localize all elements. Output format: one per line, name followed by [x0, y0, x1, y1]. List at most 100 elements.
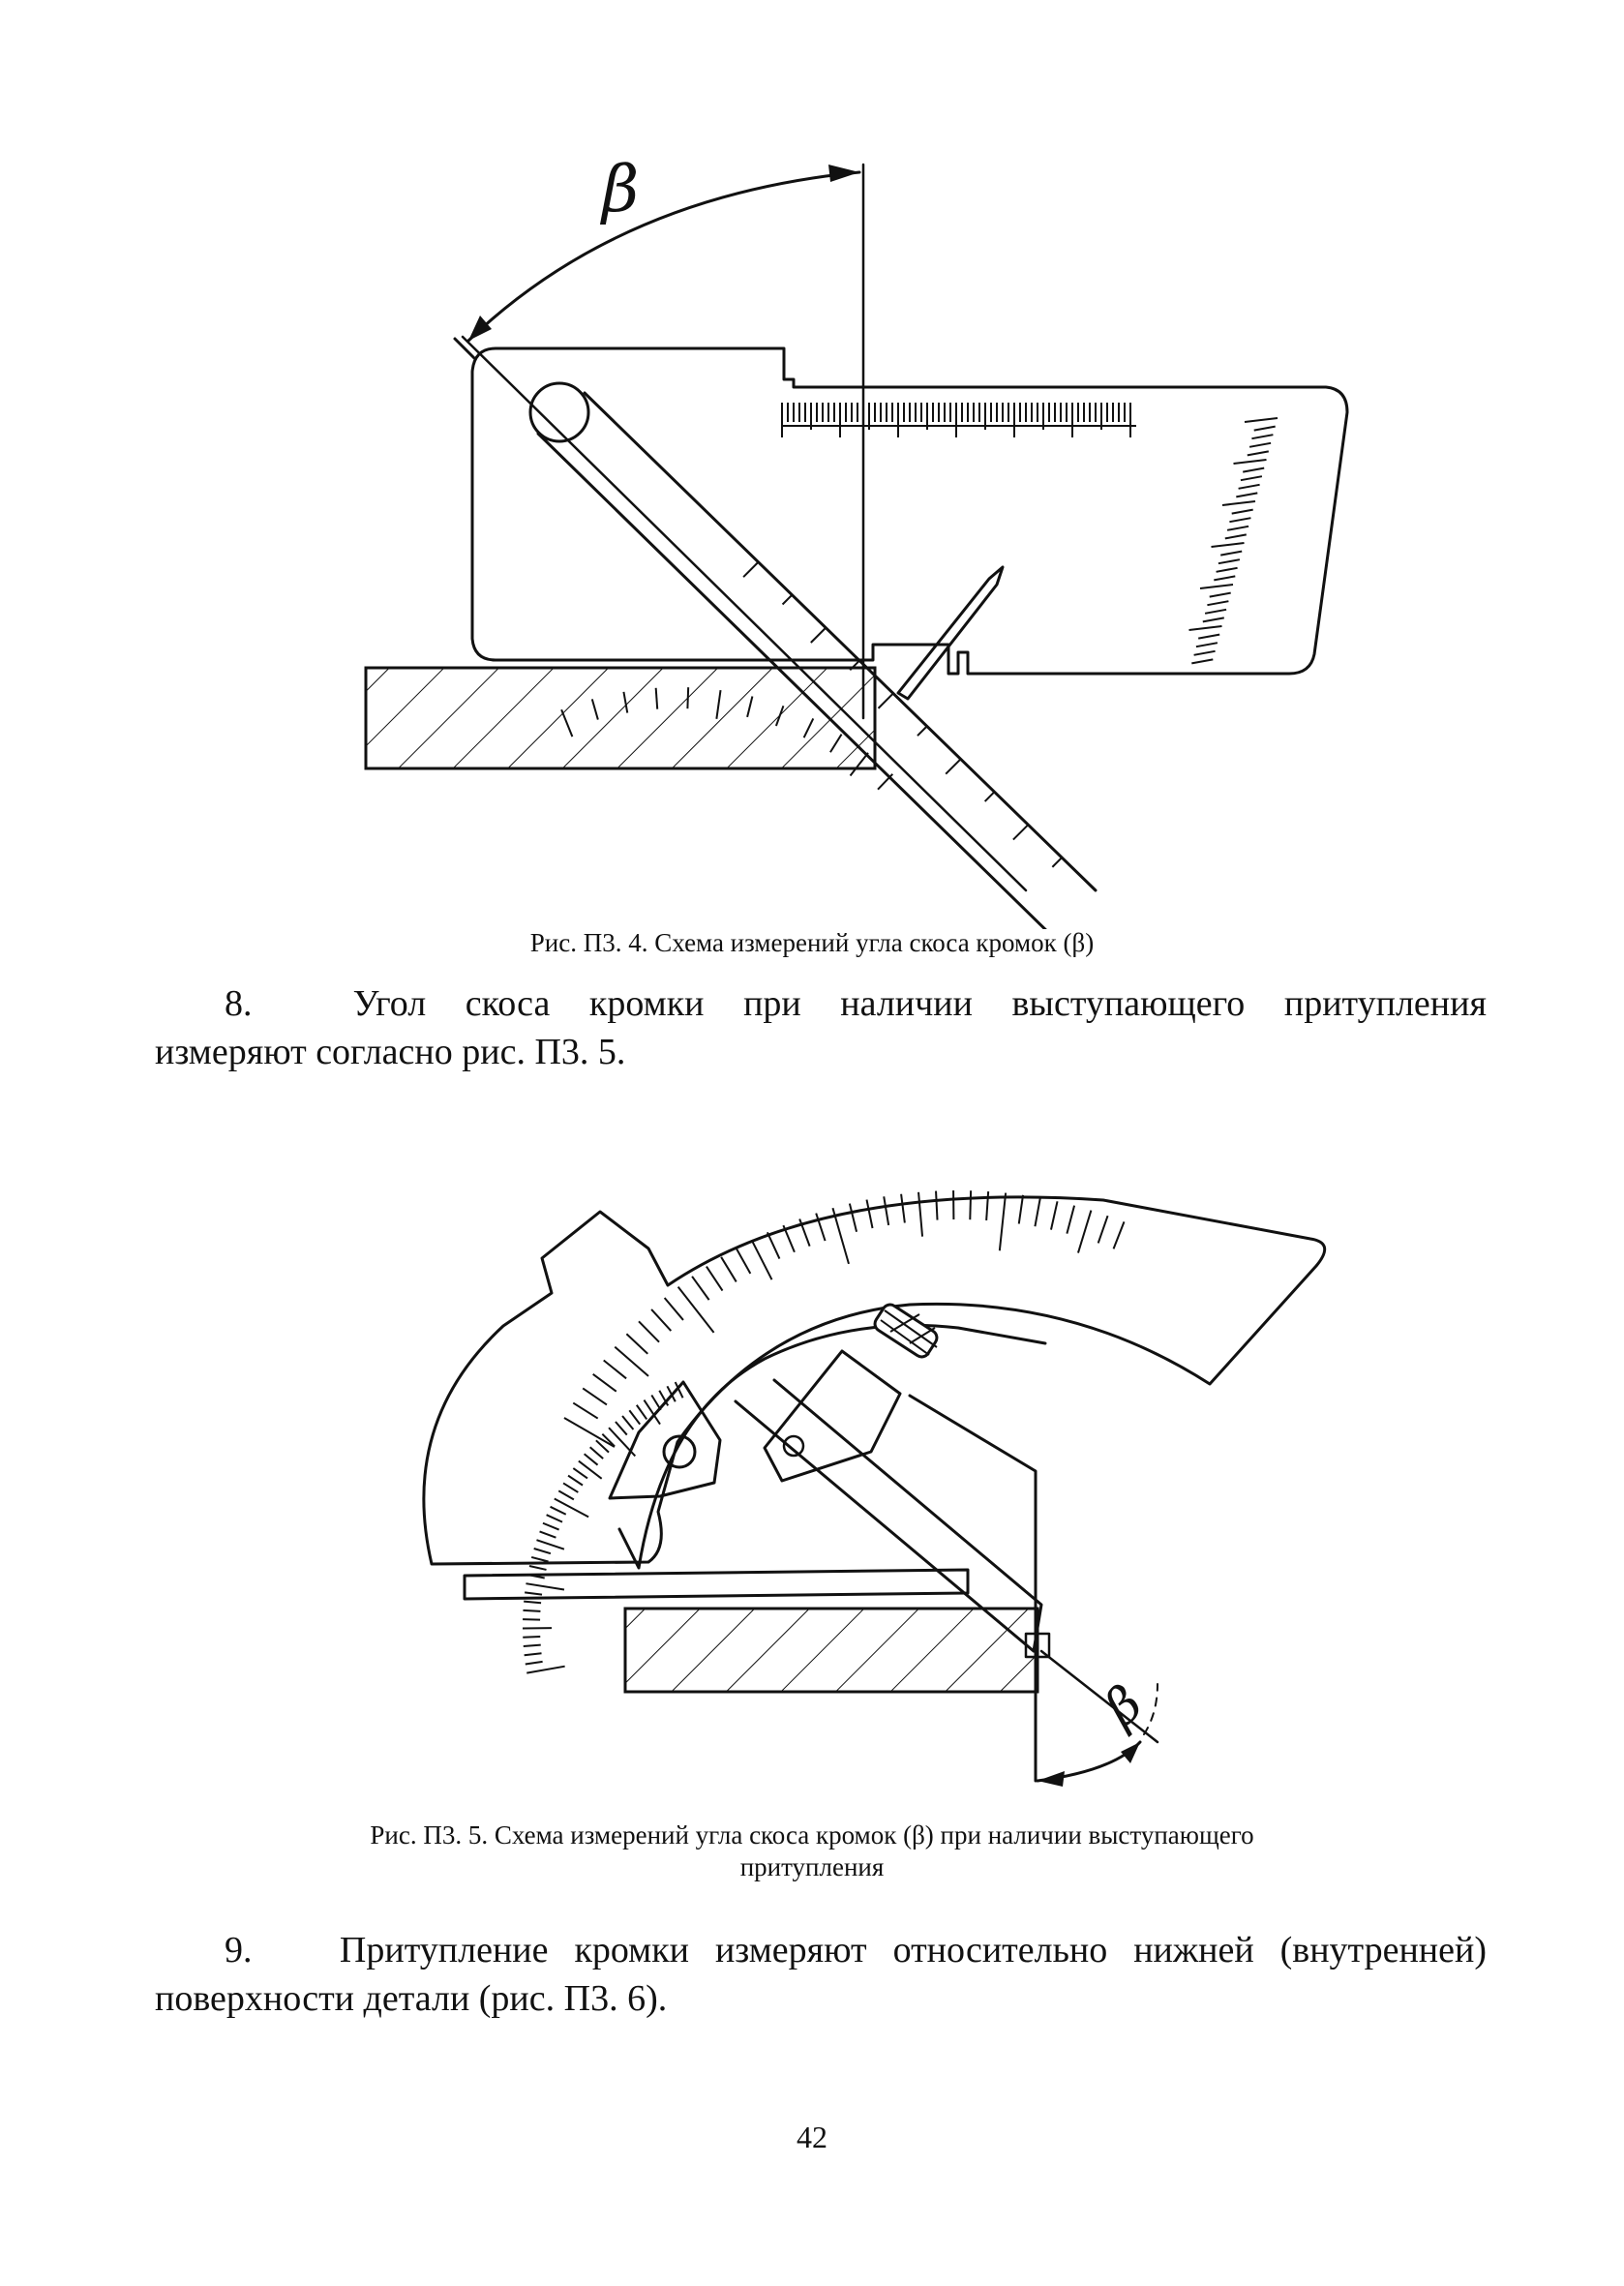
item-8-word: скоса: [465, 983, 551, 1024]
scale-tick: [1229, 517, 1251, 524]
figure-p3-5-caption: Рис. П3. 5. Схема измерений угла скоса к…: [0, 1820, 1624, 1883]
arc-tick: [453, 337, 476, 360]
scale-tick: [588, 1446, 604, 1459]
needle: [896, 565, 1005, 701]
right-edge: [908, 1394, 1038, 1783]
scale-tick: [572, 1467, 588, 1480]
scale-tick: [643, 1399, 661, 1426]
scale-tick: [1238, 483, 1260, 490]
scale-tick: [572, 1401, 599, 1420]
beta-arc-dashed: [1143, 1683, 1158, 1735]
pivot-circle: [528, 381, 590, 443]
scale-tick: [635, 1404, 648, 1421]
item-8-word: при: [743, 983, 801, 1024]
scale-tick: [650, 1308, 673, 1332]
scale-tick: [525, 1660, 543, 1666]
right-scale: [1188, 417, 1278, 665]
scale-tick: [628, 1409, 642, 1426]
left-hinge: [608, 1380, 722, 1500]
scale-tick: [677, 1286, 715, 1334]
beta-arrow-left-icon: [1038, 1771, 1065, 1787]
item-8-word: выступающего: [1011, 983, 1246, 1024]
scale-tick: [582, 1387, 608, 1406]
figure-p3-4-caption: Рис. П3. 4. Схема измерений угла скоса к…: [529, 928, 1095, 957]
scale-tick: [746, 696, 754, 718]
scale-tick: [1204, 608, 1227, 615]
scale-tick: [595, 1439, 610, 1454]
figure-p3-5-drawing: β: [422, 1190, 1327, 1787]
item-8-word: наличии: [840, 983, 973, 1024]
scale-tick: [1216, 566, 1238, 573]
arm-scale: [742, 561, 1063, 868]
scale-tick: [865, 1199, 874, 1229]
page-number: 42: [797, 2120, 827, 2154]
reference-diagonal: [461, 335, 1028, 892]
scale-tick: [715, 689, 722, 719]
scale-tick: [1248, 441, 1272, 448]
scale-tick: [985, 1190, 990, 1221]
scale-tick: [1253, 425, 1276, 432]
scale-tick: [523, 1609, 541, 1612]
scale-tick: [1017, 1194, 1025, 1224]
slider-hole: [782, 1434, 805, 1458]
scale-tick: [1012, 824, 1030, 841]
item-8-line1: 8. Угол скоса кромки при наличии выступа…: [225, 979, 1487, 1028]
base-plate: [364, 666, 877, 770]
scale-tick: [983, 791, 996, 802]
scale-tick: [900, 1193, 906, 1223]
item-9-line1: 9. Притупление кромки измеряют относител…: [225, 1926, 1487, 1974]
scale-tick: [691, 1276, 710, 1301]
scale-tick: [1198, 633, 1220, 640]
item-9: 9. Притупление кромки измеряют относител…: [155, 1926, 1487, 2023]
scale-tick: [557, 1489, 575, 1501]
scale-tick: [1112, 1221, 1126, 1249]
intersection-square: [1024, 1632, 1051, 1659]
scale-tick: [1244, 417, 1278, 423]
item-9-word: относительно: [892, 1930, 1108, 1970]
ruler-arm: [536, 391, 1098, 929]
figure-p3-5: β: [0, 1103, 1624, 1820]
item-8-word: притупления: [1283, 983, 1487, 1024]
scale-tick: [1240, 475, 1263, 482]
scale-tick: [590, 699, 599, 720]
scale-tick: [781, 593, 794, 606]
scale-tick: [935, 1190, 939, 1220]
item-9-continuation: поверхности детали (рис. П3. 6).: [155, 1978, 668, 2019]
scale-tick: [526, 1582, 565, 1591]
item-8-number: 8.: [225, 983, 253, 1024]
scale-tick: [674, 1381, 684, 1399]
scale-tick: [1193, 649, 1216, 656]
scale-tick: [1188, 625, 1222, 631]
scale-tick: [601, 1432, 616, 1448]
scale-tick: [686, 687, 690, 709]
scale-tick: [1211, 542, 1245, 548]
scale-tick: [742, 561, 760, 578]
gauge-body: [470, 346, 1349, 676]
scale-tick: [848, 1203, 858, 1232]
scale-tick: [1199, 584, 1234, 589]
scale-tick: [603, 1359, 627, 1380]
scale-tick: [1051, 857, 1063, 868]
scale-tick: [562, 1482, 579, 1493]
scale-tick: [1251, 434, 1274, 440]
scale-tick: [539, 1530, 556, 1539]
scale-tick: [625, 1333, 648, 1355]
scale-tick: [735, 1248, 752, 1275]
left-scale: [523, 1381, 684, 1674]
scale-tick: [1195, 642, 1218, 648]
scale-tick: [524, 1652, 542, 1657]
scale-tick: [563, 1417, 616, 1448]
scale-tick: [1050, 1201, 1059, 1230]
scale-tick: [1236, 492, 1258, 498]
arc-arrow-right-icon: [828, 165, 859, 182]
figure-p3-4-drawing: β: [364, 152, 1349, 929]
item-9-word: нижней: [1133, 1930, 1254, 1970]
scale-tick: [849, 752, 869, 777]
scale-tick: [1207, 600, 1229, 607]
beta-arrow-right-icon: [1121, 1742, 1140, 1763]
item-9-number: 9.: [225, 1930, 253, 1970]
scale-tick: [917, 725, 928, 737]
scale-tick: [1077, 1210, 1093, 1253]
scale-tick: [883, 1196, 890, 1226]
scale-tick: [1097, 1215, 1109, 1244]
